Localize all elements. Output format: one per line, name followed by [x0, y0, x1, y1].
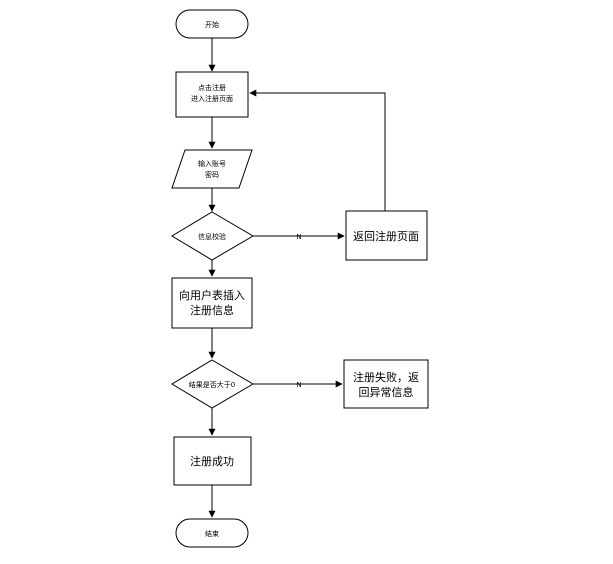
- register-fail-process: [343, 359, 429, 409]
- return-register-page-process: [345, 210, 428, 261]
- register-success-process: [173, 436, 252, 486]
- branch-no-label-1: N: [296, 233, 301, 241]
- input-account-line1: 输入账号: [198, 159, 226, 168]
- click-register-line1: 点击注册: [198, 83, 226, 92]
- insert-user-info-process: [171, 277, 253, 329]
- return-register-page-label: 返回注册页面: [353, 229, 419, 243]
- branch-no-label-2: N: [296, 381, 301, 389]
- arrow-return-loop: [249, 89, 386, 211]
- input-account-parallelogram: [171, 149, 253, 189]
- verify-info-label: 信息校验: [198, 232, 226, 241]
- start-label: 开始: [205, 20, 219, 29]
- check-result-label: 结果是否大于0: [189, 380, 235, 389]
- end-label: 结束: [205, 529, 219, 538]
- end-terminal: [175, 518, 249, 548]
- register-fail-line1: 注册失败，返: [353, 370, 419, 384]
- insert-user-info-line1: 向用户表插入: [179, 288, 245, 302]
- click-register-line2: 进入注册页面: [191, 94, 233, 103]
- input-account-line2: 密码: [205, 170, 219, 179]
- register-fail-line2: 回异常信息: [359, 385, 414, 399]
- insert-user-info-line2: 注册信息: [190, 303, 234, 317]
- click-register-process: [175, 71, 249, 118]
- register-success-label: 注册成功: [190, 454, 234, 468]
